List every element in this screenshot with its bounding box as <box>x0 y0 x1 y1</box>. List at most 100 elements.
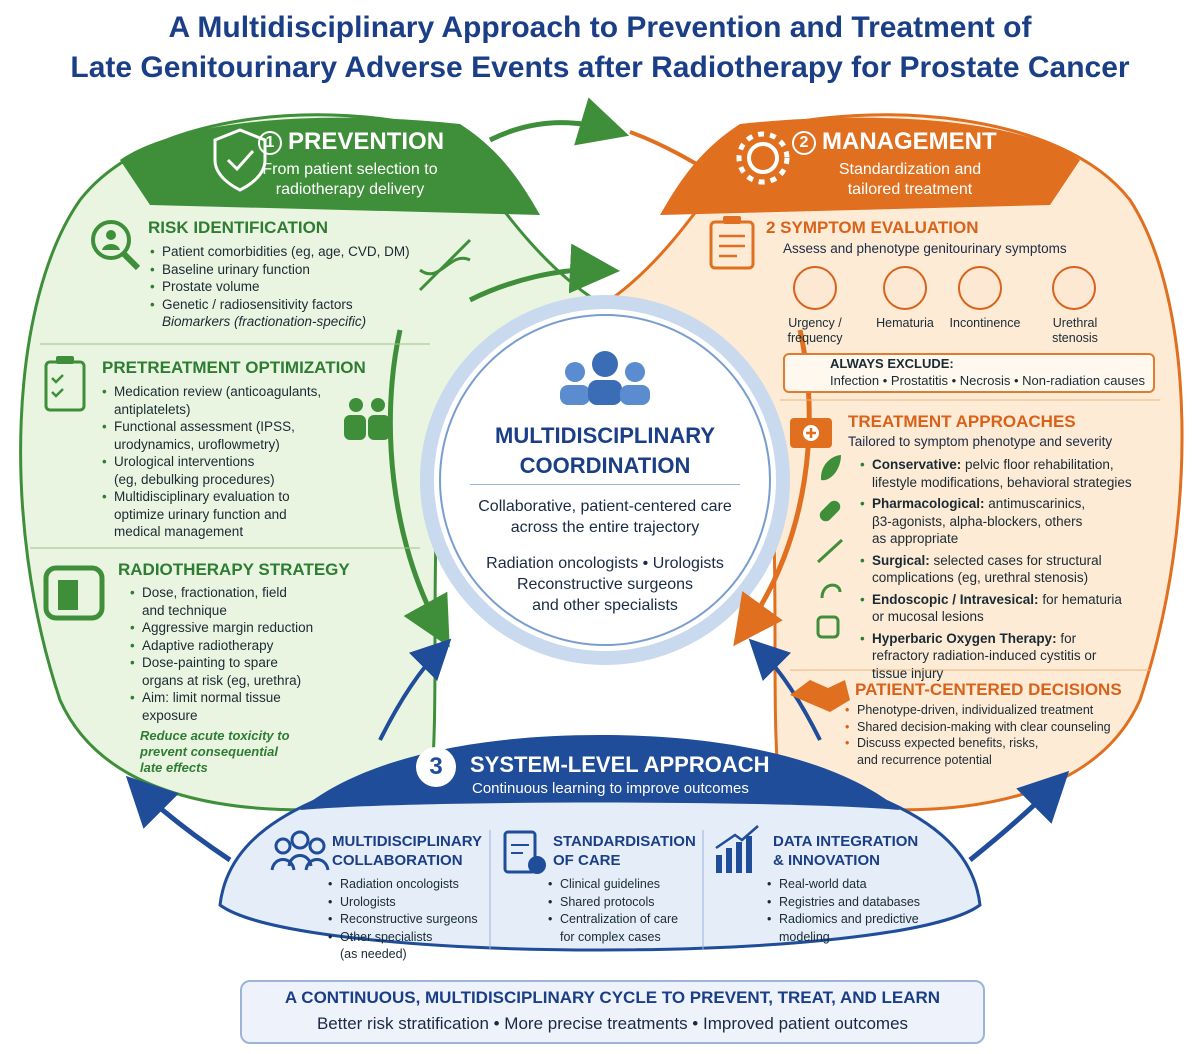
list-item: Centralization of care <box>548 911 678 929</box>
blood-drop-icon <box>883 266 927 310</box>
page-title-line-1: A Multidisciplinary Approach to Preventi… <box>168 11 1032 44</box>
arrow-orange-top <box>629 130 761 202</box>
center-description: Collaborative, patient-centered care acr… <box>440 496 770 538</box>
scalpel-icon <box>816 538 844 564</box>
list-item: Aggressive margin reduction <box>130 619 313 637</box>
list-item: Multidisciplinary evaluation tooptimize … <box>102 488 321 541</box>
management-subtitle-line-1: Standardization and <box>838 161 982 178</box>
item-text: pelvic floor rehabilitation, <box>961 457 1114 472</box>
exclude-heading: ALWAYS EXCLUDE: <box>830 356 954 371</box>
list-item-line: Urological interventions <box>114 454 255 469</box>
list-item: Prostate volume <box>150 278 410 296</box>
page-title-line-2: Late Genitourinary Adverse Events after … <box>70 51 1130 84</box>
item-bold: Surgical: <box>872 552 930 568</box>
bottom-banner-title: A CONTINUOUS, MULTIDISCIPLINARY CYCLE TO… <box>284 988 941 1007</box>
list-item: Pharmacological: antimuscarinics,β3-agon… <box>860 495 1132 548</box>
list-item-line: Medication review (anticoagulants, <box>114 384 322 399</box>
treatment-heading: TREATMENT APPROACHES <box>848 412 1076 431</box>
symptom-label-line: Incontinence <box>949 316 1021 330</box>
prevention-subtitle: From patient selection to radiotherapy d… <box>240 160 460 200</box>
clipboard-check-icon <box>44 356 86 412</box>
list-item: Reconstructive surgeons <box>328 911 478 929</box>
incontinence-icon <box>958 266 1002 310</box>
arrow-bottom-left <box>125 775 232 863</box>
item-bold: Pharmacological: <box>872 496 985 511</box>
list-item-line: Aim: limit normal tissue <box>142 690 281 705</box>
system-subtitle: Continuous learning to improve outcomes <box>472 780 749 797</box>
prevention-title-text: PREVENTION <box>288 128 445 155</box>
list-item: Hyperbaric Oxygen Therapy: forrefractory… <box>860 630 1132 683</box>
center-team-line: Reconstructive surgeons <box>516 576 694 593</box>
item-text: selected cases for structural <box>929 552 1102 568</box>
system-title: SYSTEM-LEVEL APPROACH <box>470 752 770 777</box>
prevention-subtitle-line-2: radiotherapy delivery <box>275 181 425 198</box>
arrow-left-down <box>387 329 450 648</box>
urethra-icon <box>1052 266 1096 310</box>
item-bold: Endoscopic / Intravesical: <box>872 591 1039 607</box>
clipboard-list-icon <box>709 216 755 270</box>
treatment-list: Conservative: pelvic floor rehabilitatio… <box>860 456 1132 682</box>
arrow-system-to-center-left <box>378 638 452 741</box>
list-item: Biomarkers (fractionation-specific) <box>162 314 367 329</box>
management-header-band <box>660 117 1080 215</box>
bottom-banner <box>240 980 985 1044</box>
center-team-line: Radiation oncologists • Urologists <box>486 555 724 572</box>
bottom-banner-subtitle: Better risk stratification • More precis… <box>316 1014 909 1033</box>
item-bold: Hyperbaric Oxygen Therapy: <box>872 630 1057 646</box>
management-subtitle-line-2: tailored treatment <box>847 181 973 198</box>
center-description-line: Collaborative, patient-centered care <box>478 498 732 515</box>
list-item-line: Dose, fractionation, field <box>142 585 287 600</box>
team-people-icon <box>560 351 650 405</box>
list-item: Patient comorbidities (eg, age, CVD, DM) <box>150 243 410 261</box>
arrow-prevention-to-management-mid <box>468 243 620 303</box>
center-title-line: MULTIDISCIPLINARY <box>495 423 715 448</box>
prevention-number: 1 <box>258 131 282 155</box>
list-item: Surgical: selected cases for structural c… <box>860 552 1132 587</box>
arrow-prevention-to-management-top <box>488 97 630 146</box>
list-item: Shared decision-making with clear counse… <box>845 719 1111 736</box>
shield-icon <box>213 128 267 192</box>
medical-kit-icon <box>790 418 832 448</box>
leaf-icon <box>820 455 841 481</box>
item-text: antimuscarinics, <box>984 496 1086 511</box>
list-item-line: Multidisciplinary evaluation to <box>114 489 290 504</box>
two-people-icon <box>344 398 390 440</box>
list-item-line: Aggressive margin reduction <box>142 620 314 635</box>
list-item: Medication review (anticoagulants,antipl… <box>102 383 321 418</box>
list-item: Urologists <box>328 894 478 912</box>
list-item: Clinical guidelines <box>548 876 678 894</box>
list-item: Endoscopic / Intravesical: for hematuria… <box>860 591 1132 626</box>
symptom-label-hematuria: Hematuria <box>860 316 950 331</box>
pretreatment-list: Medication review (anticoagulants,antipl… <box>102 383 321 541</box>
list-item: Discuss expected benefits, risks, <box>845 735 1111 752</box>
list-item: Urological interventions(eg, debulking p… <box>102 453 321 488</box>
list-item: Other specialists <box>328 929 478 947</box>
column-heading-line: OF CARE <box>553 852 621 869</box>
risk-identification-heading: RISK IDENTIFICATION <box>148 218 329 237</box>
list-item: Radiomics and predictive <box>767 911 920 929</box>
list-item: for complex cases <box>560 929 661 944</box>
symptom-label-incontinence: Incontinence <box>940 316 1030 331</box>
standardisation-heading: STANDARDISATION OF CARE <box>553 832 696 870</box>
list-item-line: Adaptive radiotherapy <box>142 637 274 653</box>
symptom-label-urgency: Urgency /frequency <box>770 316 860 346</box>
symptom-label-line: stenosis <box>1052 331 1098 345</box>
center-divider <box>470 484 740 485</box>
column-heading-line: DATA INTEGRATION <box>773 833 919 850</box>
center-description-line: across the entire trajectory <box>510 519 700 536</box>
oxygen-tank-icon <box>816 615 840 639</box>
list-item-line: refractory radiation-induced cystitis or <box>872 648 1097 663</box>
list-item: Radiation oncologists <box>328 876 478 894</box>
list-item-line: as appropriate <box>872 531 959 546</box>
list-item: Conservative: pelvic floor rehabilitatio… <box>860 456 1132 491</box>
collaboration-list: Radiation oncologists Urologists Reconst… <box>328 876 478 964</box>
data-integration-heading: DATA INTEGRATION & INNOVATION <box>773 832 918 870</box>
list-item-line: complications (eg, urethral stenosis) <box>872 570 1089 585</box>
list-item-line: Functional assessment (IPSS, <box>114 419 295 434</box>
radiotherapy-heading: RADIOTHERAPY STRATEGY <box>118 560 350 579</box>
symptom-label-line: Urethral <box>1052 316 1098 330</box>
symptom-label-line: Urgency / <box>788 316 842 330</box>
